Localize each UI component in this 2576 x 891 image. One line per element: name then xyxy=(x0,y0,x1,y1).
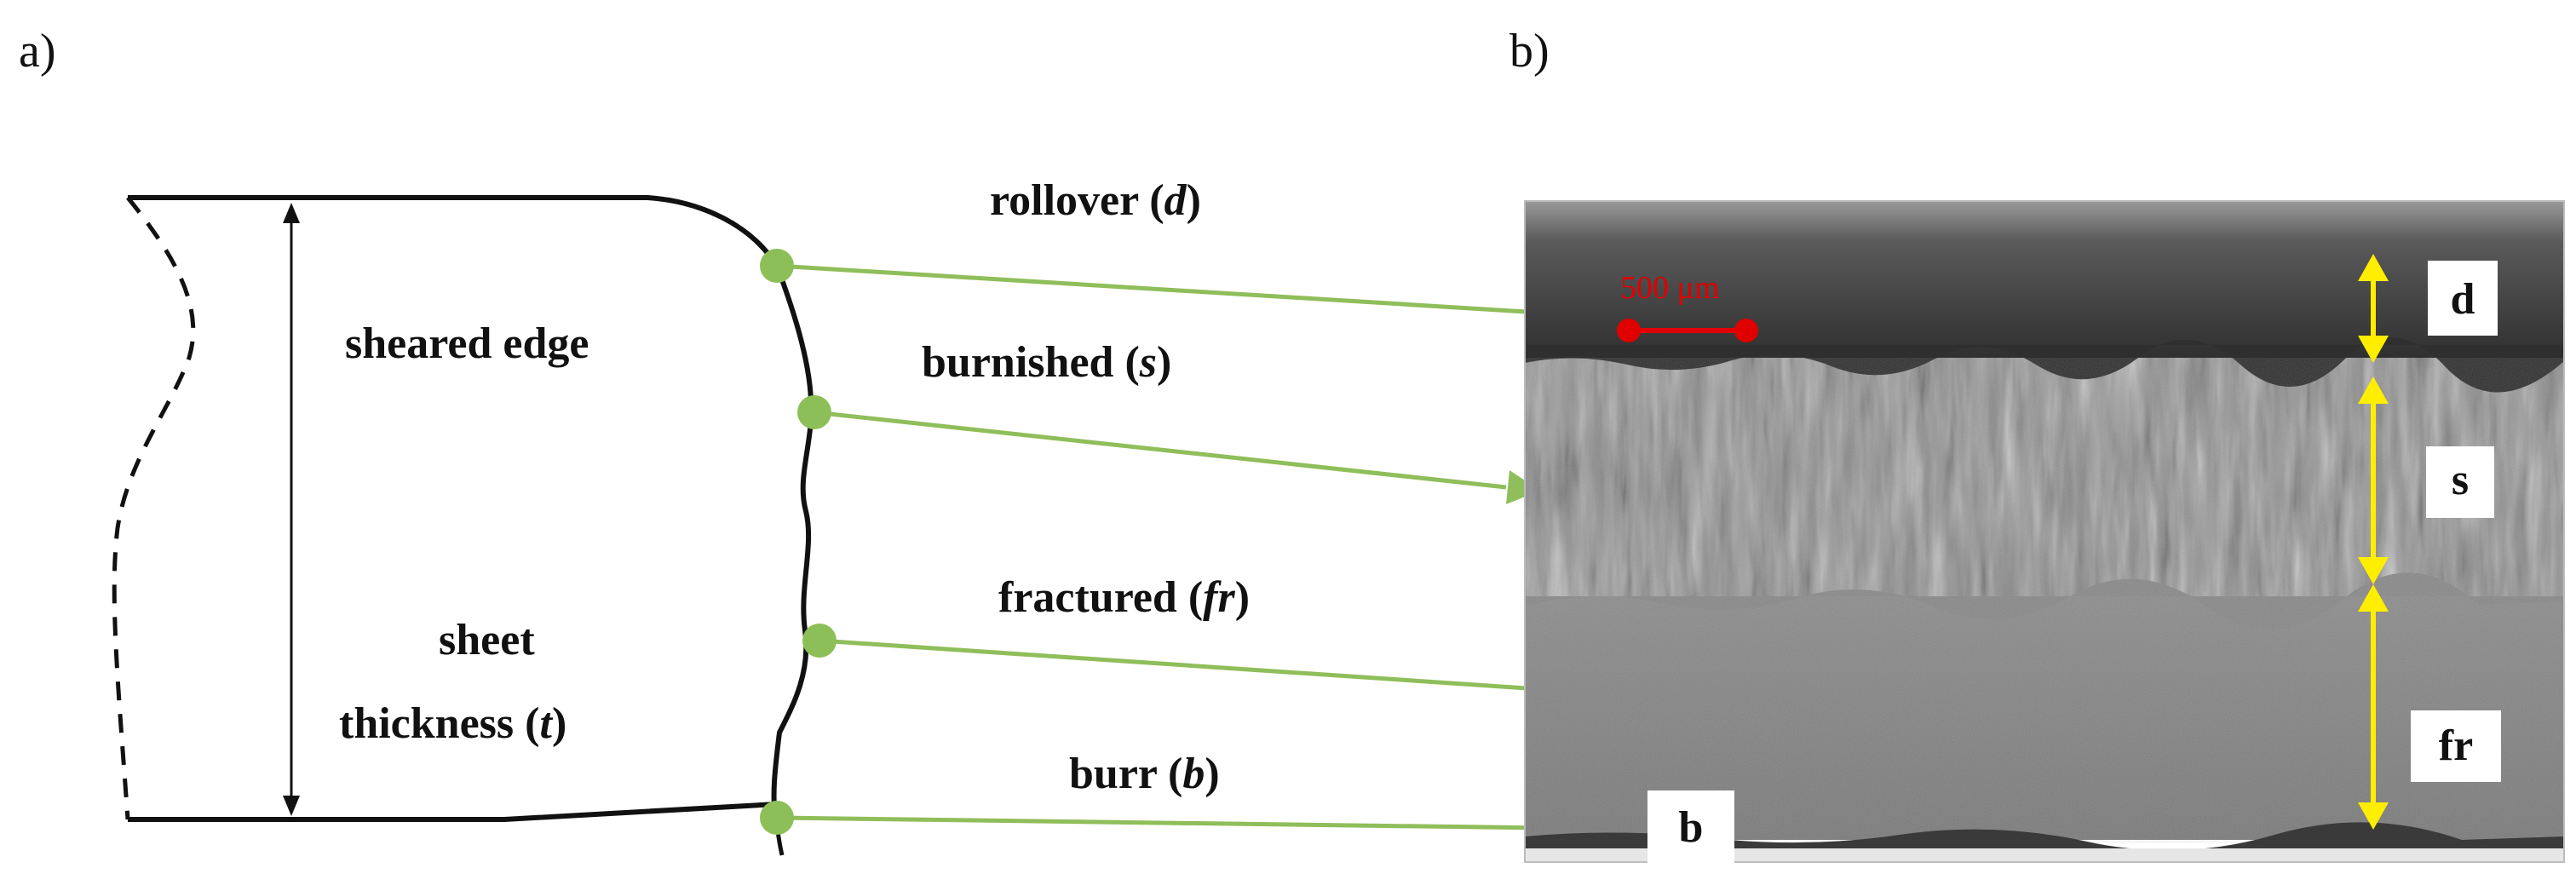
zone-label-burnished: burnished (s) xyxy=(922,338,1171,387)
dot-rollover xyxy=(760,249,794,283)
thickness-label: thickness (t) xyxy=(339,699,566,748)
burr-zone xyxy=(1525,822,2564,852)
dim-fractured-head-top xyxy=(2358,584,2389,612)
thickness-arrowhead-bottom xyxy=(283,796,300,816)
rollover-zone xyxy=(1525,201,2564,363)
sheet-top-edge xyxy=(128,195,779,267)
dot-fractured xyxy=(802,624,837,658)
edge-micrograph xyxy=(1524,200,2565,863)
dot-burnished xyxy=(797,395,831,429)
sheet-schematic xyxy=(112,195,814,856)
box-label-s: s xyxy=(2452,456,2469,504)
dim-rollover-head-top xyxy=(2358,254,2389,281)
sheared-edge-label: sheared edge xyxy=(345,319,589,368)
arrow-burnished xyxy=(814,410,1507,490)
break-line-dashed xyxy=(112,196,196,820)
scale-bar-end-left xyxy=(1617,319,1641,342)
scale-bar-end-right xyxy=(1734,319,1758,342)
zone-label-burr: burr (b) xyxy=(1069,750,1220,798)
arrow-fractured xyxy=(819,638,1527,691)
thickness-arrowhead-top xyxy=(283,203,300,223)
sheared-edge-profile xyxy=(771,264,814,825)
panel-label-b: b) xyxy=(1509,25,1550,78)
arrow-rollover xyxy=(776,263,1527,314)
box-label-d: d xyxy=(2451,275,2475,324)
panel-label-a: a) xyxy=(19,25,56,78)
zone-label-fractured: fractured (fr) xyxy=(998,573,1250,622)
box-b xyxy=(1647,790,1734,867)
dim-fractured-head-bottom xyxy=(2358,802,2389,830)
arrowhead-burnished xyxy=(1506,470,1540,504)
box-fr xyxy=(2411,710,2501,782)
dim-burnished-head-bottom xyxy=(2358,557,2389,584)
micrograph-frame xyxy=(1524,200,2565,863)
box-label-fr: fr xyxy=(2439,721,2473,770)
box-label-b: b xyxy=(1679,803,1704,852)
micrograph-grain xyxy=(1525,358,2564,843)
dot-burr xyxy=(760,801,794,835)
zone-dimension-arrows xyxy=(2358,254,2389,830)
connector-dots xyxy=(760,249,837,835)
dim-rollover-head-bottom xyxy=(2358,336,2389,363)
scale-bar-label: 500 μm xyxy=(1620,270,1719,306)
zone-label-rollover: rollover (d) xyxy=(990,176,1201,225)
arrow-burr xyxy=(778,815,1548,831)
connector-arrows xyxy=(776,263,1581,846)
box-s xyxy=(2426,446,2494,518)
box-d xyxy=(2428,261,2498,336)
micrograph-background xyxy=(1525,848,2564,862)
zone-label-boxes: d s fr b xyxy=(1647,261,2501,867)
sheet-label: sheet xyxy=(439,616,535,664)
sheet-bottom-edge xyxy=(128,802,778,822)
dim-burnished-head-top xyxy=(2358,377,2389,404)
